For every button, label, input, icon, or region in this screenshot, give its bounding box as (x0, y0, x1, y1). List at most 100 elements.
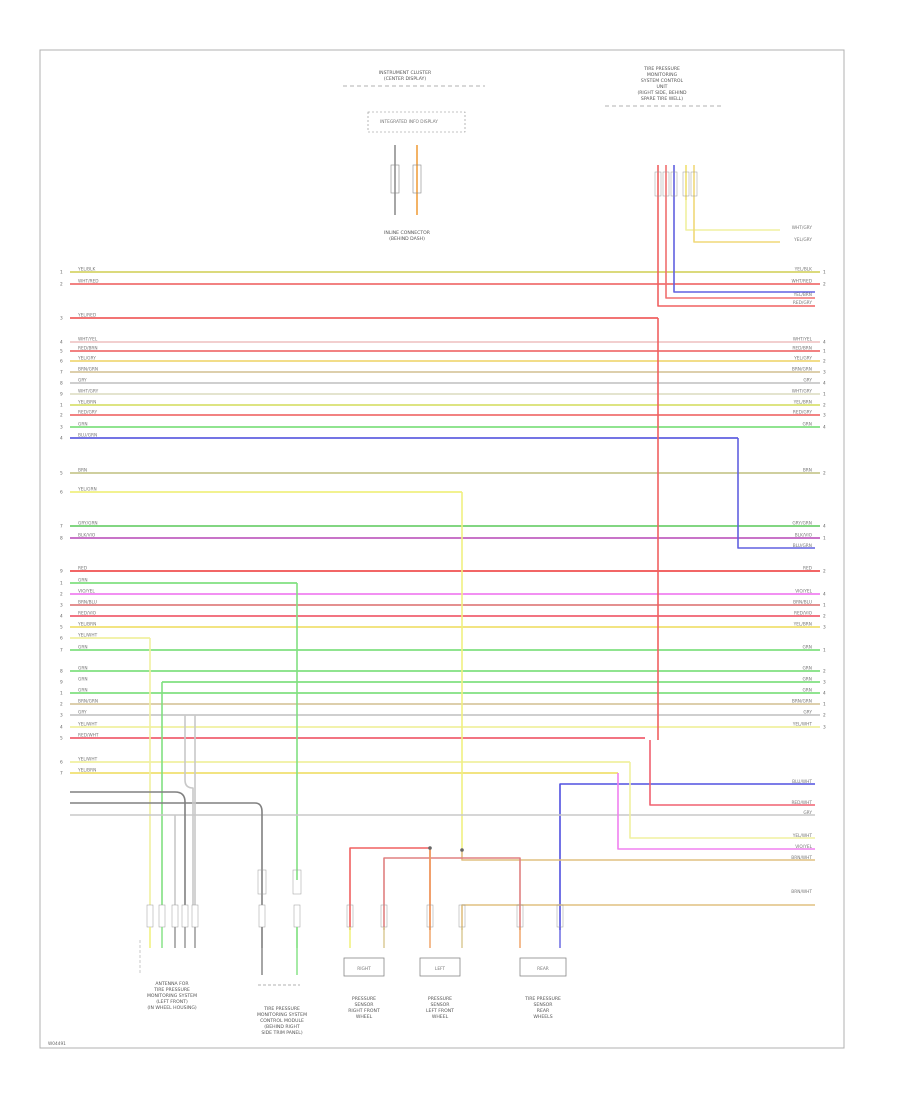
cluster-title-line2: (CENTER DISPLAY) (384, 76, 427, 82)
bus-pin-right-24: 1 (823, 648, 826, 654)
sensor-rear-caption-4: WHEELS (533, 1014, 552, 1020)
bus-label-left-15: GRY/GRN (78, 521, 98, 527)
bus-label-right-1: WHT/RED (791, 279, 812, 285)
bus-label-left-20: BRN/BLU (78, 600, 97, 606)
sensor-rf-red (349, 847, 431, 930)
sensor-rear-caption-3: REAR (537, 1008, 550, 1014)
inline-connector-line2: (BEHIND DASH) (389, 236, 425, 242)
cm-connector-b (292, 869, 302, 895)
module-title-line5: (RIGHT SIDE, BEHIND (637, 90, 687, 96)
bus-label-left-1: WHT/RED (78, 279, 99, 285)
bus-pin-right-1: 2 (823, 282, 826, 288)
tpms-caption-5: SIDE TRIM PANEL) (261, 1030, 302, 1036)
bus-pin-right-4: 1 (823, 349, 826, 355)
connector-stub-3 (181, 904, 189, 928)
bus-label-left-25: GRN (78, 666, 88, 672)
antenna-caption-3: MONITORING SYSTEM (147, 993, 197, 999)
cluster-inner-label: INTEGRATED INFO DISPLAY (380, 119, 438, 125)
sensor-lf-caption-3: LEFT FRONT (426, 1008, 454, 1014)
antenna-caption-4: (LEFT FRONT) (156, 999, 188, 1005)
bus-pin-left-8: 9 (60, 392, 63, 398)
bus-label-left-5: YEL/GRY (77, 356, 96, 362)
bus-pin-right-8: 1 (823, 392, 826, 398)
sensor-lf-caption-1: PRESSURE (428, 996, 452, 1002)
sensor-lf-caption-2: SENSOR (431, 1002, 451, 1008)
bus-pin-right-6: 3 (823, 370, 826, 376)
feeder-violet (617, 773, 815, 850)
sensor-lf-caption-4: WHEEL (432, 1014, 449, 1020)
footer-code: W04491 (48, 1041, 66, 1047)
bus-pin-left-5: 6 (60, 359, 63, 365)
bus-label-right-28: BRN/GRN (792, 699, 812, 705)
bus-pin-right-7: 4 (823, 381, 826, 387)
sensor-rear-box: REAR (537, 966, 549, 972)
tpms-caption-4: (BEHIND RIGHT (264, 1024, 300, 1030)
bus-pin-left-29: 3 (60, 713, 63, 719)
module-right-label-1: WHT/GRY (792, 225, 813, 231)
bus-label-left-29: GRY (78, 710, 87, 716)
bus-label-right-17: RED (803, 566, 813, 572)
sensor-rf-caption-3: RIGHT FRONT (348, 1008, 380, 1014)
bus-pin-left-31: 5 (60, 736, 63, 742)
bus-pin-right-21: 2 (823, 614, 826, 620)
bus-pin-left-16: 8 (60, 536, 63, 542)
bus-label-left-2: YEL/RED (77, 313, 97, 319)
bus-pin-left-22: 5 (60, 625, 63, 631)
cluster-connector-2 (412, 164, 422, 194)
feeder-brown-2 (461, 904, 815, 930)
bus-label-left-6: BRN/GRN (78, 367, 98, 373)
bus-label-left-10: RED/GRY (78, 410, 97, 416)
bus-label-left-23: YEL/WHT (77, 633, 98, 639)
sensor-rf-caption-2: SENSOR (355, 1002, 375, 1008)
bus-label-right-29: GRY (803, 710, 812, 716)
feeder-red (649, 740, 815, 806)
bus-label-left-4: RED/BRN (78, 346, 98, 352)
feeder-gray-label: GRY (803, 810, 812, 816)
bus-label-right-8: WHT/GRY (792, 389, 813, 395)
bus-label-left-18: GRN (78, 578, 88, 584)
bus-pin-left-19: 2 (60, 592, 63, 598)
bus-label-right-10: RED/GRY (793, 410, 812, 416)
bus-pin-right-22: 3 (823, 625, 826, 631)
feeder-yellow-1 (629, 762, 815, 839)
tpms-control-module: TIRE PRESSURE MONITORING SYSTEM CONTROL … (257, 984, 307, 1036)
sensor-left-front: LEFT PRESSURE SENSOR LEFT FRONT WHEEL (419, 957, 461, 1020)
bus-label-right-3: WHT/YEL (793, 337, 813, 343)
bus-pin-right-10: 3 (823, 413, 826, 419)
bus-label-left-31: RED/WHT (78, 733, 99, 739)
bus-label-right-26: GRN (802, 677, 812, 683)
bus-label-left-19: VIO/YEL (78, 589, 95, 595)
bus-label-right-16: BLK/VIO (795, 533, 813, 539)
tpms-caption-1: TIRE PRESSURE (263, 1006, 300, 1012)
bus-pin-right-30: 3 (823, 725, 826, 731)
bus-pin-left-2: 3 (60, 316, 63, 322)
connector-stub-0 (146, 904, 154, 928)
bus-pin-left-20: 3 (60, 603, 63, 609)
bus-label-right-24: GRN (802, 645, 812, 651)
feeder-red-label: RED/WHT (791, 800, 812, 806)
bus-pin-left-7: 8 (60, 381, 63, 387)
bus-pin-left-0: 1 (60, 270, 63, 276)
bus-pin-right-28: 1 (823, 702, 826, 708)
bus-label-left-30: YEL/WHT (77, 722, 98, 728)
bus-pin-left-33: 7 (60, 771, 63, 777)
cluster-title-line1: INSTRUMENT CLUSTER (379, 70, 432, 76)
module-wire-to-right-2 (693, 200, 780, 243)
tire-pressure-module: TIRE PRESSURE MONITORING SYSTEM CONTROL … (605, 66, 722, 107)
module-pin-4 (690, 171, 698, 197)
feeder-brown (461, 850, 815, 861)
connector-stub-2 (171, 904, 179, 928)
bus-pin-right-17: 2 (823, 569, 826, 575)
module-title-line6: SPARE TIRE WELL) (641, 96, 683, 102)
bus-pin-right-29: 2 (823, 713, 826, 719)
bus-label-left-21: RED/VIO (78, 611, 97, 617)
cluster-inner-box (367, 111, 466, 133)
vertical-blue-1 (737, 438, 815, 549)
antenna-caption-5: (IN WHEEL HOUSING) (147, 1005, 197, 1011)
connector-stub-5 (258, 904, 266, 928)
bus-pin-right-15: 4 (823, 524, 826, 530)
bus-label-right-27: GRN (802, 688, 812, 694)
module-right-label-2: YEL/GRY (793, 237, 812, 243)
module-pin-3 (682, 171, 690, 197)
